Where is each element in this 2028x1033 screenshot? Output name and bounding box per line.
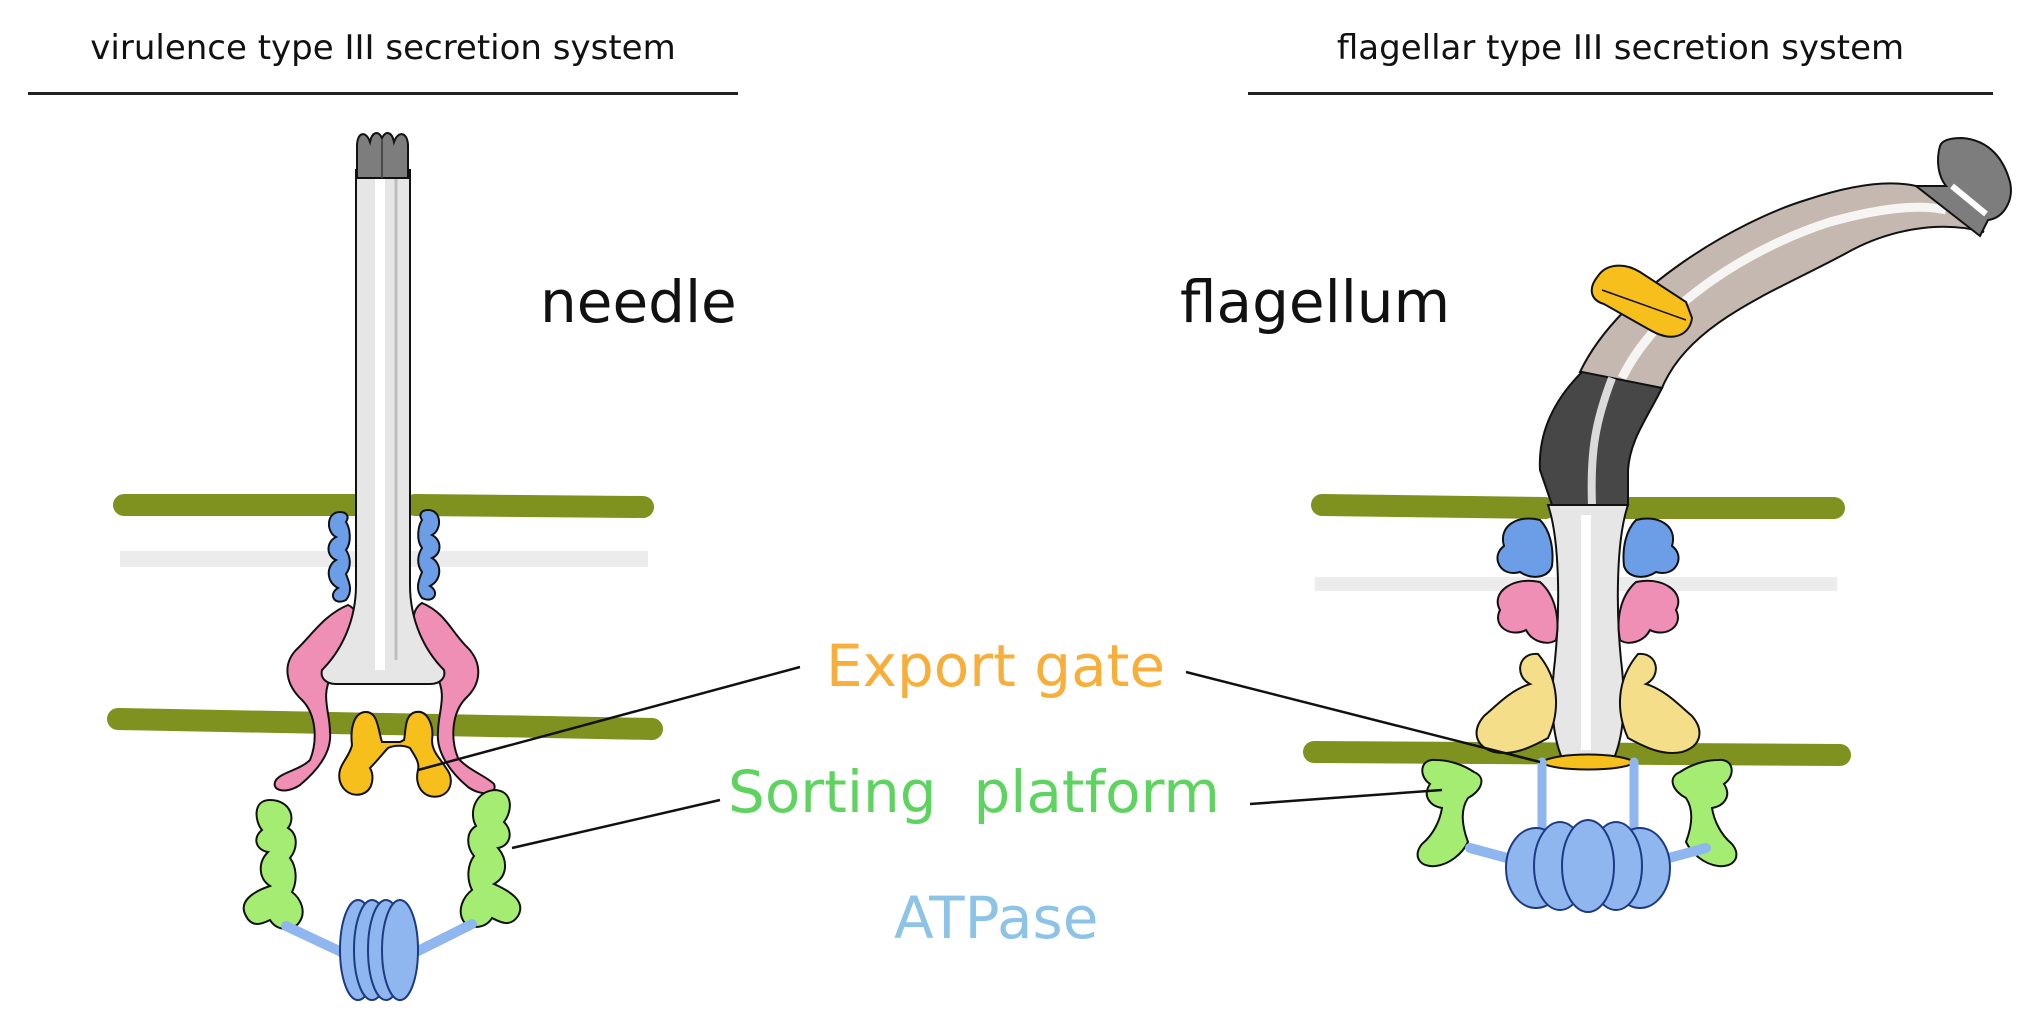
outer-membrane-right — [1311, 494, 1845, 519]
sorting-platform-label: Sorting platform — [728, 758, 1220, 826]
right-title-rule — [1248, 92, 1993, 95]
right-panel-title: flagellar type III secretion system — [1336, 28, 1905, 68]
hook-right — [1538, 370, 1664, 506]
export-gate-right — [1540, 753, 1636, 771]
inner-membrane-left — [107, 708, 663, 740]
atpase-left — [339, 899, 419, 1001]
p-ring-right — [1496, 579, 1680, 644]
export-gate-left — [338, 710, 452, 798]
rod-right — [1546, 504, 1630, 759]
leader-line-sorting-platform — [511, 788, 1443, 850]
atpase-right — [1505, 819, 1671, 913]
leader-line-export-gate — [417, 665, 1541, 772]
needle-tip-left — [356, 132, 409, 179]
filament-cap-right — [1913, 136, 2012, 238]
atpase-label: ATPase — [894, 884, 1099, 952]
injectisome-left — [107, 132, 663, 1001]
left-panel-title: virulence type III secretion system — [90, 28, 676, 68]
outer-membrane-left — [113, 494, 654, 518]
sorting-platform-left — [242, 788, 522, 930]
sorting-platform-right — [1416, 758, 1738, 868]
export-gate-label: Export gate — [826, 632, 1166, 700]
flagellum-right — [1303, 136, 2012, 913]
l-ring-right — [1496, 517, 1680, 578]
flagellum-label: flagellum — [1180, 268, 1451, 336]
outer-ring-left — [327, 508, 441, 603]
left-title-rule — [28, 92, 738, 95]
ms-ring-right — [1475, 652, 1701, 754]
needle-label: needle — [540, 268, 737, 336]
hook-associated-ring-right — [1590, 264, 1694, 338]
needle-left — [320, 169, 446, 685]
